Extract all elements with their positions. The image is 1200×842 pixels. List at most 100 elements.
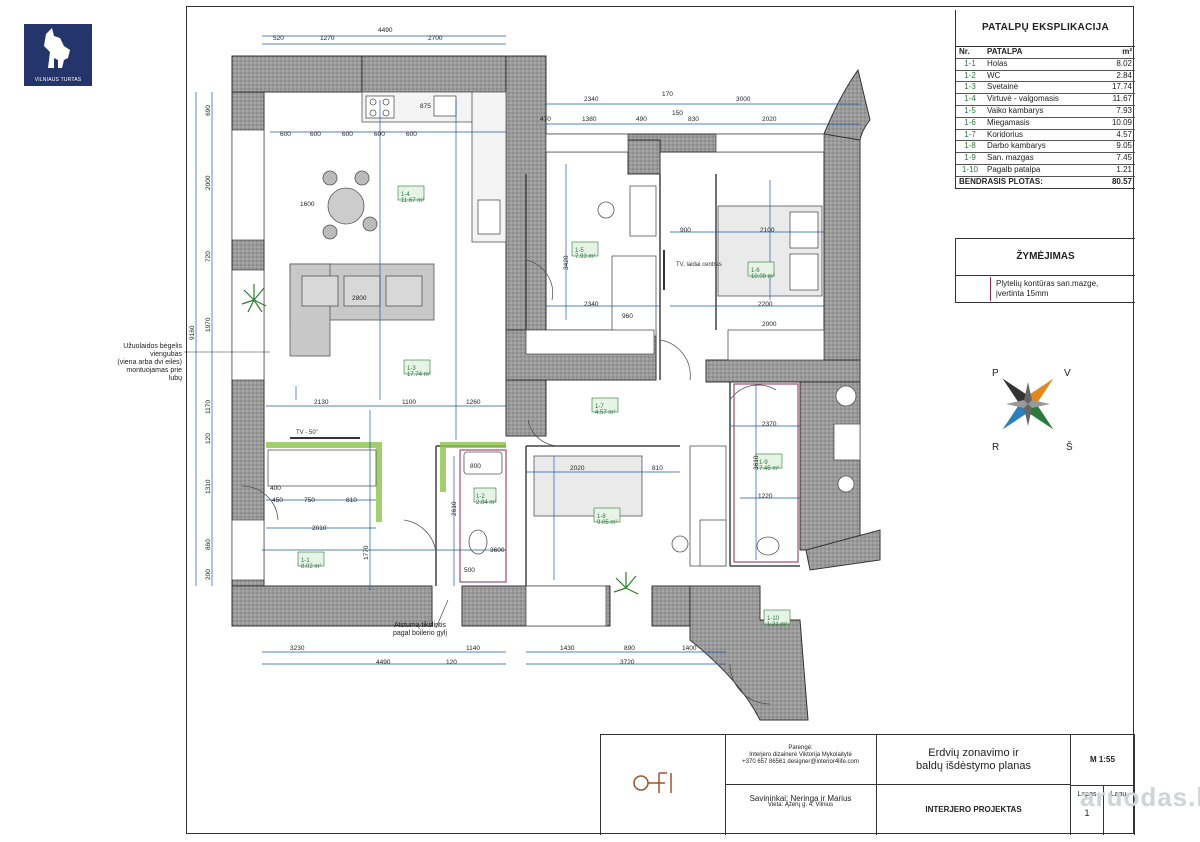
- dim-mid-e: 1260: [466, 399, 481, 406]
- dim-wc-c: 500: [464, 567, 475, 574]
- sheet-label: Lapas: [1077, 791, 1097, 798]
- wardrobes: [267, 255, 727, 567]
- row-area: 17.74: [1097, 81, 1135, 95]
- boiler-note-line: Atstumą tikslintis: [393, 622, 447, 629]
- sofa-cushion: [385, 275, 423, 307]
- green-wall-a: [266, 442, 382, 448]
- row-name: Virtuvė - valgomasis: [984, 93, 1098, 106]
- tile-wc: [459, 449, 507, 583]
- wall-east-corner: [805, 529, 881, 571]
- legend-text: Plytelių kontūras san.mazge, įvertinta 1…: [991, 279, 1098, 299]
- sofa: [289, 263, 435, 357]
- dim-top-a: 520: [273, 35, 284, 42]
- designer-cell: Parengė: Interjero dizainerė Viktorija M…: [725, 735, 877, 785]
- dim-top2-b: 170: [662, 91, 673, 98]
- dim-mid-b: 2800: [352, 295, 367, 302]
- plant-icon: [613, 572, 639, 595]
- curtain-note-line: Užuolaidos bėgelis: [123, 343, 182, 350]
- door-swing: [659, 339, 691, 381]
- sheets-label: Lapų: [1110, 791, 1127, 798]
- dimension-texts-vertical: 9160 690 2000 720 1970 1170 120 1310 860…: [189, 105, 760, 580]
- row-area: 1.21: [1097, 164, 1135, 177]
- dim-bottom-f: 120: [446, 659, 457, 666]
- dim-left-total: 9160: [189, 325, 196, 340]
- row-area: 10.09: [1097, 117, 1135, 130]
- door-swing: [527, 419, 561, 447]
- dim-kitchen-d: 600: [374, 131, 385, 138]
- hob-burner-icon: [369, 98, 377, 106]
- dim-left-g: 1310: [205, 479, 212, 494]
- wolf-icon: [44, 28, 70, 68]
- dim-kitchen-a: 600: [280, 131, 291, 138]
- drawing-title-line: Erdvių zonavimo ir: [928, 747, 1019, 759]
- dim-bottom-b: 1140: [466, 645, 480, 652]
- dim-mid-a: 1600: [300, 201, 315, 208]
- kitchen-counter: [361, 91, 507, 243]
- wall-south-a: [231, 585, 433, 627]
- dining-set: [322, 170, 378, 240]
- row-no: 1-5: [956, 105, 984, 118]
- curtain-note: Užuolaidos bėgelis viengubas (viena arba…: [96, 343, 182, 383]
- legend-item: Plytelių kontūras san.mazge, įvertinta 1…: [956, 276, 1135, 302]
- dim-left-a: 690: [205, 105, 212, 116]
- col-area: m²: [1097, 47, 1135, 59]
- window-work: [525, 585, 607, 627]
- wall-bath-top: [705, 359, 861, 383]
- chair-icon: [354, 170, 370, 186]
- dim-top-c: 2700: [428, 35, 443, 42]
- bench-kid: [525, 329, 655, 355]
- wall-stub: [627, 139, 661, 175]
- washbasin-icon: [833, 423, 861, 461]
- compass-labels: P V R Š: [992, 368, 1073, 453]
- door-swing: [525, 259, 554, 301]
- compass-rose: [1002, 378, 1054, 430]
- dim-bottom-total-b: 3720: [620, 659, 635, 666]
- curtain-note-line: viengubas: [150, 351, 182, 358]
- designer-role: Parengė:: [788, 745, 813, 751]
- dim-top2-a: 2340: [584, 96, 599, 103]
- dim-bed-a: 900: [680, 227, 691, 234]
- dim-bed-b: 2100: [760, 227, 775, 234]
- boiler-note: Atstumą tikslintis pagal boilerio gylį: [380, 622, 460, 638]
- window-kitchen: [231, 129, 265, 241]
- wall-curve: [823, 68, 871, 141]
- curtain-note-line: lubų: [168, 375, 182, 382]
- designer-logo-icon: [633, 772, 672, 793]
- dim-wc-a: 800: [470, 463, 481, 470]
- dim-left-i: 200: [205, 569, 212, 580]
- wall-south-d: [689, 585, 809, 721]
- drawing-title-cell: Erdvių zonavimo ir baldų išdėstymo plana…: [877, 735, 1071, 785]
- row-name: Darbo kambarys: [984, 140, 1098, 154]
- row-no: 1-3: [956, 81, 984, 95]
- location-text: Vieta: Ąžerų g. 4, Vilnius: [767, 802, 834, 808]
- sheet-frame: [186, 6, 1134, 834]
- dim-top3-c: 490: [636, 116, 647, 123]
- window-kid: [545, 133, 629, 153]
- company-logo: VILNIAUS TURTAS: [24, 24, 92, 86]
- dim-bed-d: 2000: [762, 321, 777, 328]
- dim-work-c: 3600: [490, 547, 505, 554]
- hob-burner-icon: [369, 109, 377, 117]
- dim-bath-b: 1220: [758, 493, 773, 500]
- row-no: 1-8: [956, 140, 984, 154]
- legend-swatch: [956, 277, 991, 301]
- wall-east-upper: [823, 133, 861, 365]
- sofa-cushion: [301, 275, 339, 307]
- dim-kid-b: 960: [622, 313, 633, 320]
- door-swing: [241, 485, 279, 521]
- dim-bed-c: 2200: [758, 301, 773, 308]
- drawing-title-line: baldų išdėstymo planas: [916, 760, 1031, 772]
- dim-hall-b: 450: [272, 497, 283, 504]
- curtain-note-line: (viena arba dvi eilės): [117, 359, 182, 366]
- dim-left-h: 860: [205, 539, 212, 550]
- designer-name: Interjero dizainerė Viktorija Mykolaityt…: [749, 752, 852, 758]
- dim-kitchen-e: 600: [406, 131, 417, 138]
- owner-cell: Savininkai: Neringa ir Marius Vieta: Ąže…: [725, 785, 877, 835]
